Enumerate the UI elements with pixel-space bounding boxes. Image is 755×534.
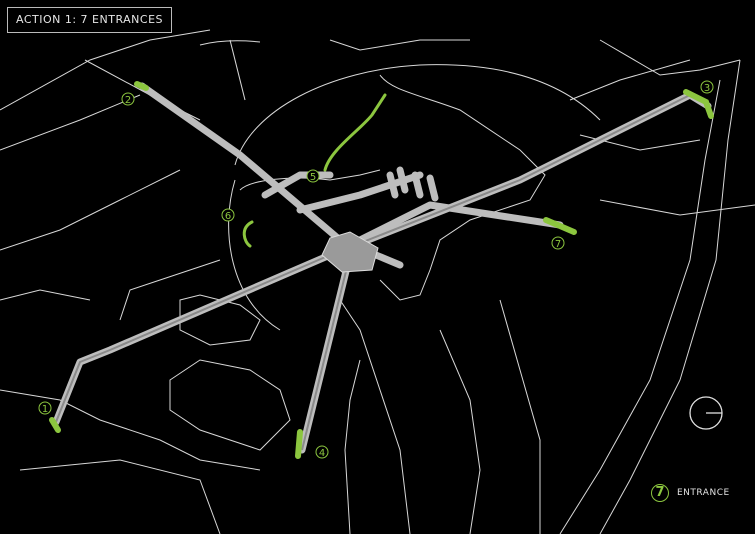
legend: 7 ENTRANCE bbox=[651, 484, 730, 502]
entrance-number: 6 bbox=[225, 211, 231, 222]
entrance-number: 7 bbox=[555, 239, 561, 250]
entrance-markers: 1 2 3 4 5 6 7 bbox=[38, 80, 714, 459]
entrance-marker-1[interactable]: 1 bbox=[38, 401, 52, 415]
north-arrow-icon bbox=[689, 396, 723, 430]
entrance-number: 1 bbox=[42, 404, 48, 415]
entrance-marker-7[interactable]: 7 bbox=[551, 236, 565, 250]
legend-label: ENTRANCE bbox=[677, 488, 730, 498]
entrance-marker-5[interactable]: 5 bbox=[306, 169, 320, 183]
entrance-marker-2[interactable]: 2 bbox=[121, 92, 135, 106]
entrance-segments bbox=[49, 81, 714, 459]
tunnel-network bbox=[52, 82, 712, 454]
entrance-number: 3 bbox=[704, 83, 710, 94]
entrance-marker-4[interactable]: 4 bbox=[315, 445, 329, 459]
street-network bbox=[0, 29, 755, 534]
entrance-number: 5 bbox=[310, 172, 316, 183]
map-title: ACTION 1: 7 ENTRANCES bbox=[7, 7, 173, 33]
entrance-marker-3[interactable]: 3 bbox=[700, 80, 714, 94]
entrance-number: 2 bbox=[125, 95, 131, 106]
entrance-number: 4 bbox=[319, 448, 325, 459]
entrance-marker-6[interactable]: 6 bbox=[221, 208, 235, 222]
legend-entrance-icon: 7 bbox=[651, 484, 669, 502]
